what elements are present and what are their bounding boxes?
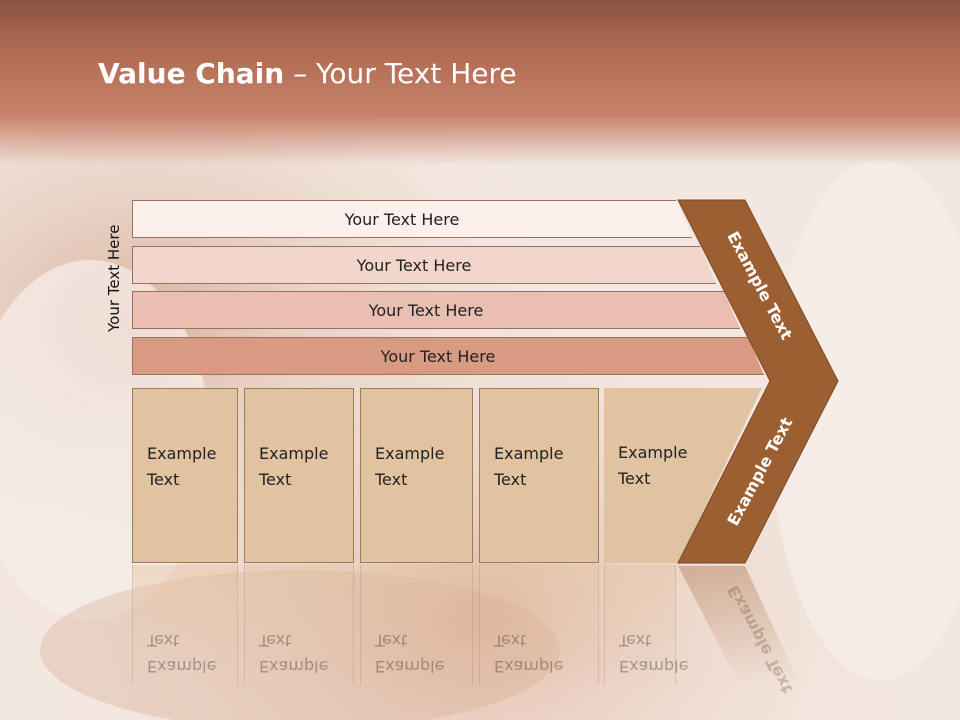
- column-3: Example Text: [360, 388, 473, 563]
- band-1-label: Your Text Here: [344, 209, 460, 229]
- column-1: Example Text: [132, 388, 238, 563]
- column-4-line1: Example: [494, 444, 564, 463]
- title-rest: – Your Text Here: [284, 57, 517, 90]
- band-2: Your Text Here: [132, 246, 716, 284]
- column-5-line2: Text: [618, 469, 651, 488]
- band-4: Your Text Here: [132, 337, 764, 375]
- slide-title: Value Chain – Your Text Here: [98, 54, 517, 94]
- band-3: Your Text Here: [132, 291, 740, 329]
- band-1: Your Text Here: [132, 200, 692, 238]
- column-1-line2: Text: [147, 470, 180, 489]
- band-2-label: Your Text Here: [356, 255, 472, 275]
- chevron-reflection: [678, 566, 800, 685]
- column-1-line1: Example: [147, 444, 217, 463]
- column-4: Example Text: [479, 388, 599, 563]
- title-bold: Value Chain: [98, 57, 285, 90]
- column-5-line1: Example: [618, 443, 688, 462]
- column-3-line1: Example: [375, 444, 445, 463]
- title-banner: [0, 0, 960, 165]
- column-4-line2: Text: [494, 470, 527, 489]
- column-2: Example Text: [244, 388, 354, 563]
- column-3-line2: Text: [375, 470, 408, 489]
- column-2-line1: Example: [259, 444, 329, 463]
- band-4-label: Your Text Here: [380, 346, 496, 366]
- chevron-arrow: [677, 199, 839, 564]
- band-3-label: Your Text Here: [368, 300, 484, 320]
- column-2-line2: Text: [259, 470, 292, 489]
